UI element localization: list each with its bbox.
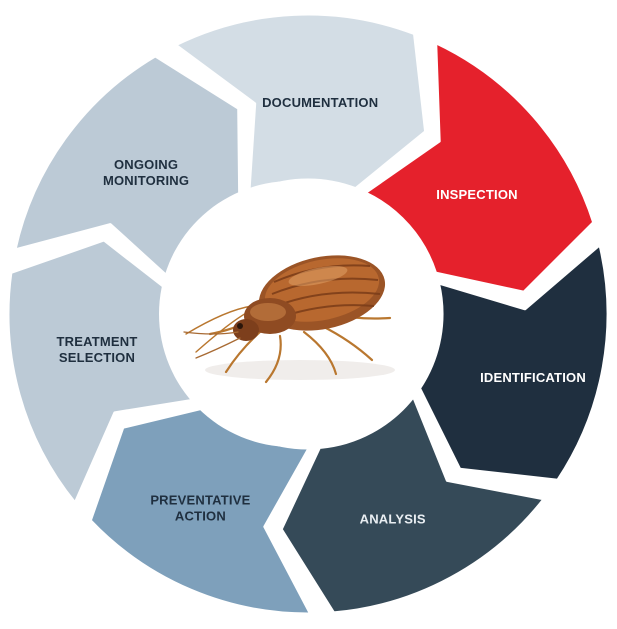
label-preventative-line-2: ACTION [175, 509, 226, 524]
label-treatment-line-1: TREATMENT [57, 334, 138, 349]
label-identification: IDENTIFICATION [480, 370, 586, 385]
label-documentation-line-1: DOCUMENTATION [262, 95, 378, 110]
label-preventative-line-1: PREVENTATIVE [150, 493, 250, 508]
bug-shadow [205, 360, 395, 380]
label-monitoring-line-1: ONGOING [114, 157, 178, 172]
label-inspection: INSPECTION [436, 187, 517, 202]
label-treatment-line-2: SELECTION [59, 350, 135, 365]
label-monitoring-line-2: MONITORING [103, 173, 189, 188]
label-identification-line-1: IDENTIFICATION [480, 370, 586, 385]
label-documentation: DOCUMENTATION [262, 95, 378, 110]
label-analysis-line-1: ANALYSIS [360, 512, 426, 527]
label-analysis: ANALYSIS [360, 512, 426, 527]
label-inspection-line-1: INSPECTION [436, 187, 517, 202]
center-hub [159, 181, 425, 447]
